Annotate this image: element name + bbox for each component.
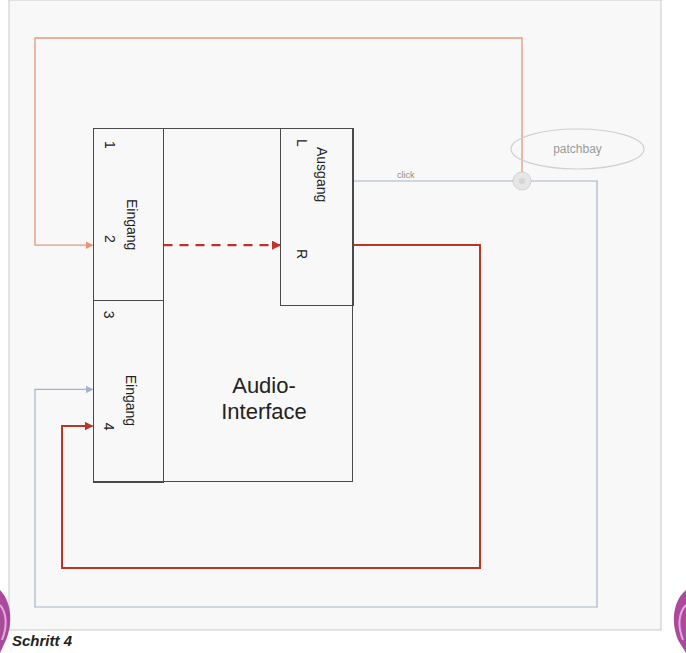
panel-frame (9, 0, 661, 630)
patch-socket-hole (519, 178, 525, 184)
decor-swirl (0, 590, 10, 653)
decor-swirl (679, 605, 686, 640)
channel-number: 4 (102, 423, 118, 431)
signal-wire (62, 245, 480, 568)
channel-number: 3 (102, 311, 118, 319)
wire-label: click (395, 170, 417, 180)
decor-swirl (674, 590, 686, 653)
channel-number: 2 (102, 235, 118, 243)
step-caption: Schritt 4 (12, 632, 72, 649)
channel-number: R (294, 249, 310, 259)
channel-number: 1 (102, 141, 118, 149)
device-label: Audio-Interface (194, 373, 334, 425)
rotated-label-group: 3 4 Eingang (94, 301, 162, 482)
port-label: Eingang (124, 199, 140, 250)
port-label: Ausgang (314, 147, 330, 202)
ellipse-outline (511, 129, 644, 169)
channel-number: L (294, 139, 310, 147)
input-box: 1 2 Eingang (93, 128, 164, 301)
interface-box: Audio-Interface12EingangLRAusgang34Einga… (93, 128, 353, 482)
input-box: 3 4 Eingang (93, 300, 164, 484)
signal-wire (35, 181, 597, 607)
rotated-label-group: 1 2 Eingang (94, 129, 162, 299)
port-label: Eingang (124, 375, 140, 426)
decor-swirl (0, 605, 6, 640)
patchbay-ellipse: patchbay (510, 128, 645, 170)
patchbay-label: patchbay (553, 142, 602, 156)
signal-wire (354, 180, 513, 181)
signal-wire (164, 244, 281, 246)
output-box: L R Ausgang (280, 128, 354, 306)
rotated-label-group: L R Ausgang (281, 129, 352, 304)
patch-socket (513, 172, 531, 190)
signal-wire (35, 38, 522, 245)
